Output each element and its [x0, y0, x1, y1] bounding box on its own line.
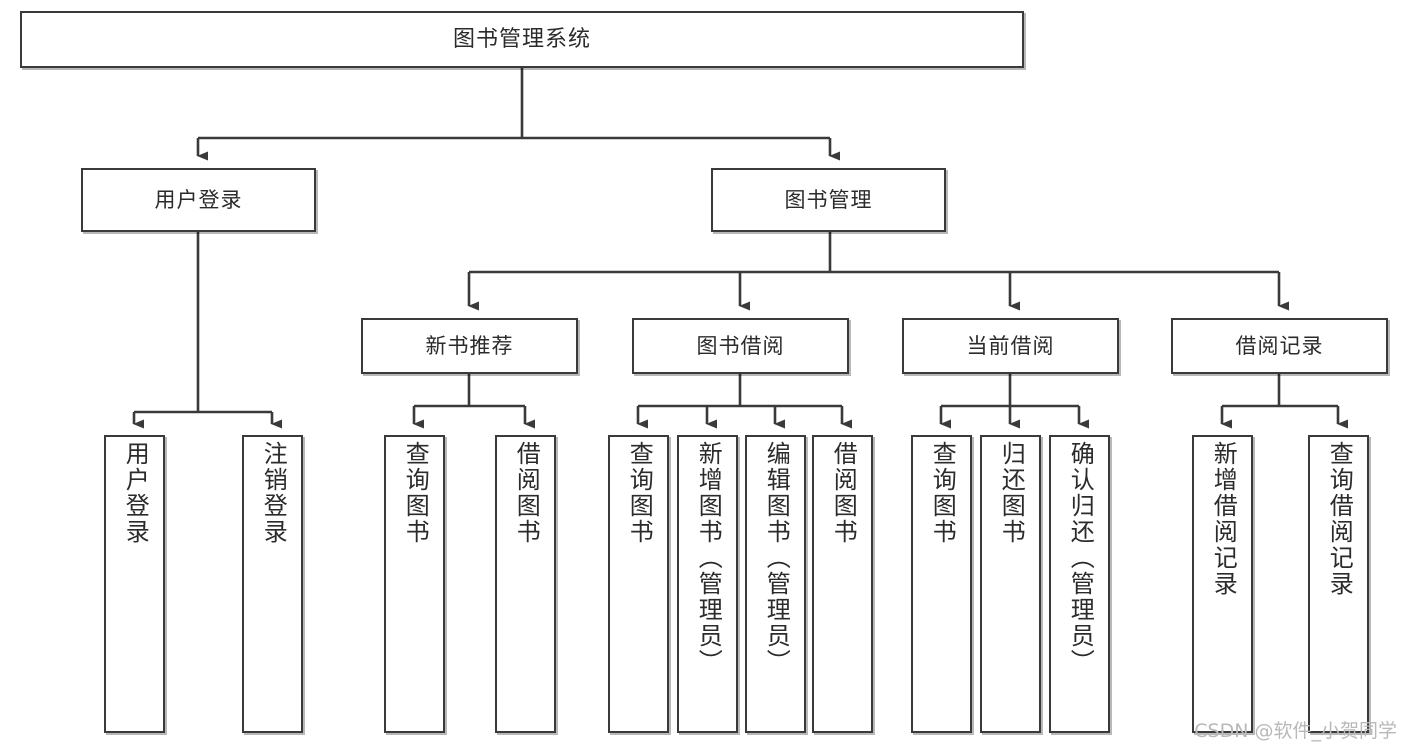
- node-label: 借阅记录: [1235, 333, 1324, 358]
- node-user-login[interactable]: 用户登录: [81, 168, 316, 232]
- node-label: 借阅图书: [829, 441, 858, 545]
- node-root-book-management-system[interactable]: 图书管理系统: [20, 11, 1024, 68]
- leaf-add-borrow-record[interactable]: 新增借阅记录: [1192, 435, 1253, 733]
- watermark-text: CSDN @软件_小贺同学: [1194, 720, 1397, 742]
- node-label: 查询借阅记录: [1325, 441, 1354, 597]
- node-book-borrow[interactable]: 图书借阅: [632, 318, 849, 374]
- leaf-return-book[interactable]: 归还图书: [980, 435, 1041, 733]
- node-label: 确认归还（管理员）: [1066, 441, 1095, 675]
- leaf-add-book-admin[interactable]: 新增图书（管理员）: [677, 435, 738, 733]
- leaf-borrow-book-recommend[interactable]: 借阅图书: [495, 435, 556, 733]
- node-label: 查询图书: [401, 441, 430, 545]
- node-label: 图书管理系统: [452, 26, 591, 52]
- node-label: 查询图书: [928, 441, 957, 545]
- node-current-borrow[interactable]: 当前借阅: [902, 318, 1119, 374]
- node-label: 图书借阅: [696, 333, 785, 358]
- node-label: 用户登录: [154, 187, 243, 212]
- leaf-confirm-return-admin[interactable]: 确认归还（管理员）: [1049, 435, 1110, 733]
- node-label: 新增图书（管理员）: [694, 441, 723, 675]
- node-label: 借阅图书: [512, 441, 541, 545]
- leaf-user-login[interactable]: 用户登录: [104, 435, 165, 733]
- leaf-logout[interactable]: 注销登录: [242, 435, 303, 733]
- node-label: 查询图书: [625, 441, 654, 545]
- node-label: 用户登录: [121, 441, 150, 545]
- node-new-book-recommend[interactable]: 新书推荐: [361, 318, 578, 374]
- node-book-management[interactable]: 图书管理: [711, 168, 946, 232]
- node-label: 归还图书: [997, 441, 1026, 545]
- node-borrow-record[interactable]: 借阅记录: [1171, 318, 1388, 374]
- node-label: 图书管理: [784, 187, 873, 212]
- leaf-edit-book-admin[interactable]: 编辑图书（管理员）: [745, 435, 806, 733]
- leaf-query-book-borrow[interactable]: 查询图书: [608, 435, 669, 733]
- node-label: 新书推荐: [425, 333, 514, 358]
- leaf-query-book-current[interactable]: 查询图书: [911, 435, 972, 733]
- node-label: 编辑图书（管理员）: [762, 441, 791, 675]
- node-label: 注销登录: [259, 441, 288, 545]
- node-label: 当前借阅: [966, 333, 1055, 358]
- leaf-borrow-book[interactable]: 借阅图书: [812, 435, 873, 733]
- node-label: 新增借阅记录: [1209, 441, 1238, 597]
- leaf-query-borrow-record[interactable]: 查询借阅记录: [1308, 435, 1369, 733]
- leaf-query-book-recommend[interactable]: 查询图书: [384, 435, 445, 733]
